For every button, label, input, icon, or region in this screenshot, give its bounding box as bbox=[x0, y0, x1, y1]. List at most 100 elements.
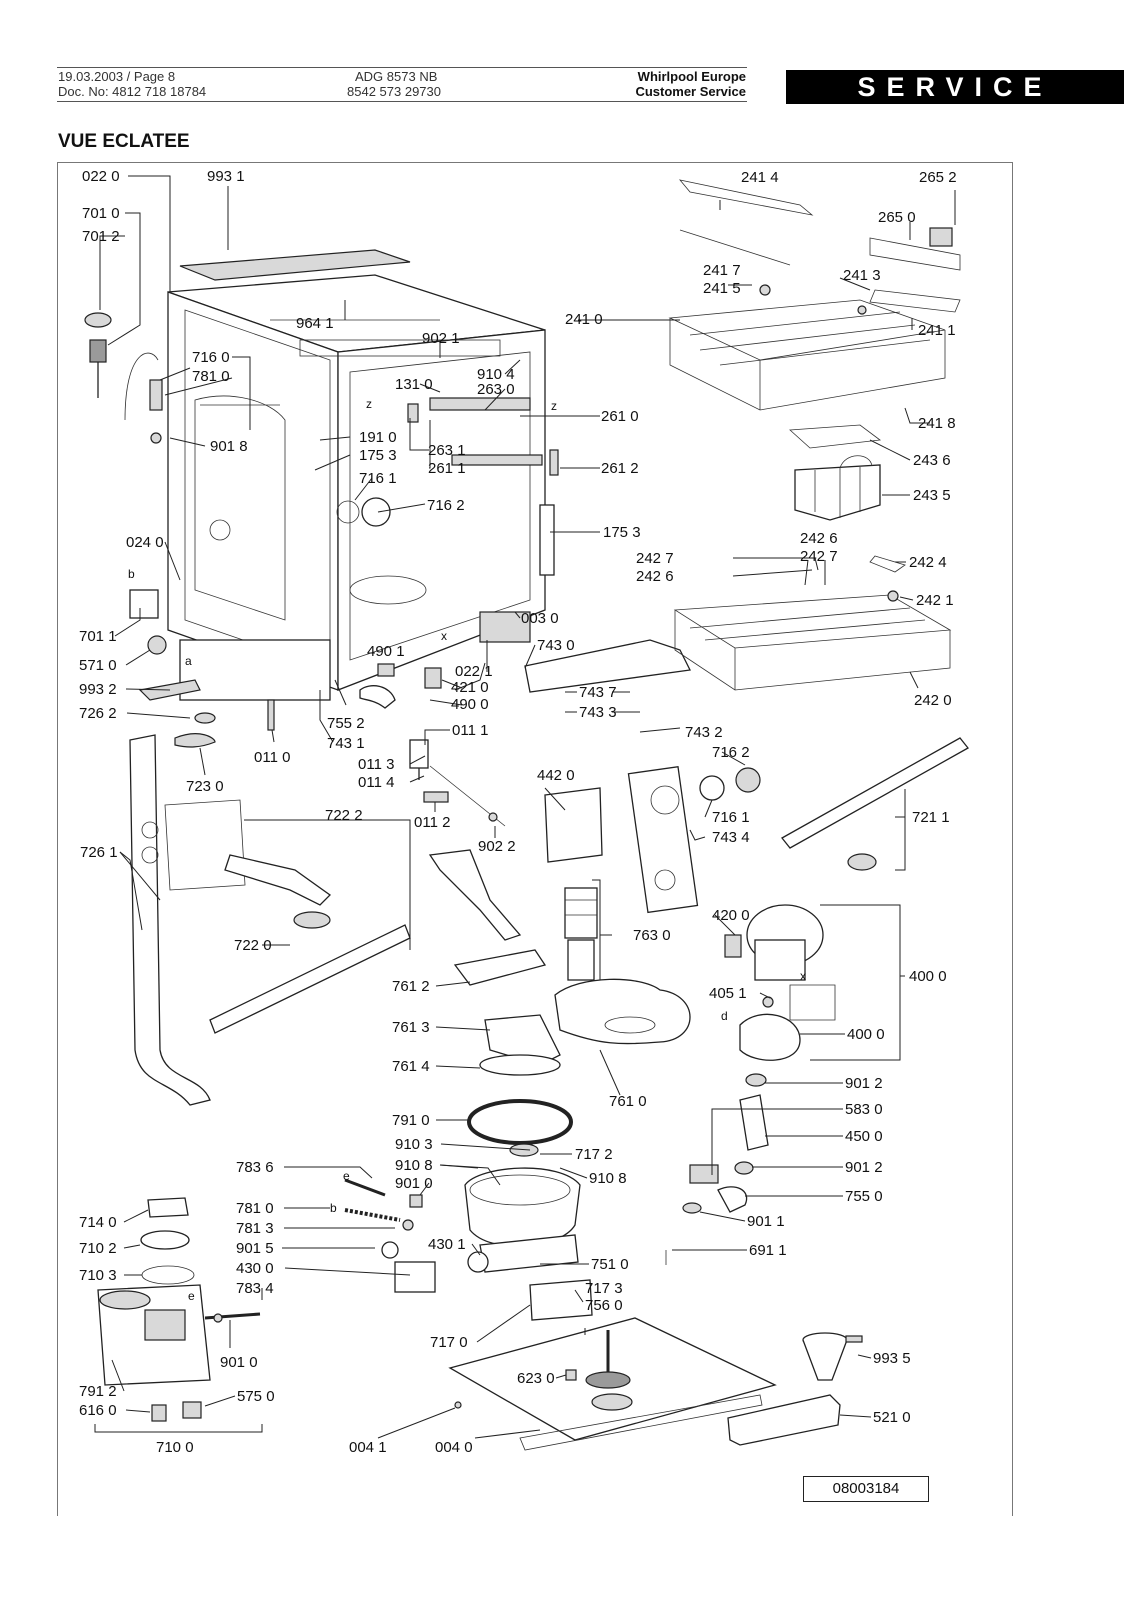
letter-mark: a bbox=[185, 654, 192, 668]
callout-label: 901 2 bbox=[845, 1075, 883, 1092]
callout-label: 011 1 bbox=[452, 722, 488, 739]
callout-label: 716 1 bbox=[712, 809, 750, 826]
callout-label: 261 1 bbox=[428, 460, 466, 477]
callout-label: 490 0 bbox=[451, 696, 489, 713]
callout-labels: 022 0 993 1 701 0 701 2 964 1 902 1 716 … bbox=[79, 168, 957, 1456]
callout-label: 902 1 bbox=[422, 330, 460, 347]
header-date-page: 19.03.2003 / Page 8 bbox=[58, 69, 176, 84]
callout-label: 791 0 bbox=[392, 1112, 430, 1129]
letter-marks: z z x b a d x e e b bbox=[128, 397, 806, 1303]
callout-label: 993 1 bbox=[207, 168, 245, 185]
letter-mark: z bbox=[551, 399, 557, 413]
base-plate-part bbox=[448, 1317, 777, 1451]
callout-label: 755 0 bbox=[845, 1188, 883, 1205]
callout-label: 993 2 bbox=[79, 681, 117, 698]
callout-label: 723 0 bbox=[186, 778, 224, 795]
spray-arm-hub-part bbox=[847, 853, 877, 871]
callout-label: 716 0 bbox=[192, 349, 230, 366]
callout-label: 717 0 bbox=[430, 1334, 468, 1351]
callout-label: 763 0 bbox=[633, 927, 671, 944]
callout-label: 571 0 bbox=[79, 657, 117, 674]
letter-mark: e bbox=[343, 1169, 350, 1183]
callout-label: 405 1 bbox=[709, 985, 747, 1002]
callout-label: 616 0 bbox=[79, 1402, 117, 1419]
callout-label: 175 3 bbox=[359, 447, 397, 464]
callout-label: 131 0 bbox=[395, 376, 433, 393]
callout-label: 902 2 bbox=[478, 838, 516, 855]
hinge-hose-parts bbox=[84, 312, 275, 748]
callout-label: 781 0 bbox=[236, 1200, 274, 1217]
callout-label: 242 1 bbox=[916, 592, 954, 609]
callout-label: 241 8 bbox=[918, 415, 956, 432]
callout-label: 420 0 bbox=[712, 907, 750, 924]
document-number: 08003184 bbox=[803, 1476, 929, 1502]
callout-label: 783 4 bbox=[236, 1280, 274, 1297]
letter-mark: x bbox=[441, 629, 447, 643]
tub-cabinet-part bbox=[167, 274, 559, 701]
callout-label: 910 8 bbox=[589, 1170, 627, 1187]
callout-label: 743 4 bbox=[712, 829, 750, 846]
callout-label: 755 2 bbox=[327, 715, 365, 732]
callout-label: 241 4 bbox=[741, 169, 779, 186]
letter-mark: b bbox=[330, 1201, 337, 1215]
letter-mark: z bbox=[366, 397, 372, 411]
callout-label: 261 0 bbox=[601, 408, 639, 425]
callout-label: 011 0 bbox=[254, 749, 290, 766]
door-frame-part bbox=[129, 734, 246, 1106]
callout-label: 781 0 bbox=[192, 368, 230, 385]
callout-label: 761 2 bbox=[392, 978, 430, 995]
callout-label: 261 2 bbox=[601, 460, 639, 477]
callout-label: 263 1 bbox=[428, 442, 466, 459]
cutlery-basket-part bbox=[789, 424, 882, 521]
callout-label: 442 0 bbox=[537, 767, 575, 784]
callout-label: 004 0 bbox=[435, 1439, 473, 1456]
callout-label: 714 0 bbox=[79, 1214, 117, 1231]
leader-lines bbox=[94, 175, 956, 1439]
callout-label: 901 2 bbox=[845, 1159, 883, 1176]
callout-label: 901 5 bbox=[236, 1240, 274, 1257]
callout-label: 575 0 bbox=[237, 1388, 275, 1405]
callout-label: 901 0 bbox=[395, 1175, 433, 1192]
callout-label: 722 0 bbox=[234, 937, 272, 954]
callout-label: 263 0 bbox=[477, 381, 515, 398]
gasket-ring-791 bbox=[467, 1099, 573, 1145]
callout-label: 791 2 bbox=[79, 1383, 117, 1400]
callout-label: 011 3 bbox=[358, 756, 394, 773]
diagram-frame bbox=[57, 162, 1013, 1516]
callout-label: 521 0 bbox=[873, 1409, 911, 1426]
header-dept: Customer Service bbox=[635, 84, 746, 99]
callout-label: 701 1 bbox=[79, 628, 117, 645]
callout-label: 400 0 bbox=[847, 1026, 885, 1043]
callout-label: 717 2 bbox=[575, 1146, 613, 1163]
callout-label: 022 0 bbox=[82, 168, 120, 185]
callout-label: 781 3 bbox=[236, 1220, 274, 1237]
callout-label: 901 8 bbox=[210, 438, 248, 455]
callout-label: 743 7 bbox=[579, 684, 617, 701]
callout-label: 011 4 bbox=[358, 774, 394, 791]
callout-label: 721 1 bbox=[912, 809, 950, 826]
callout-label: 691 1 bbox=[749, 1242, 787, 1259]
callout-label: 490 1 bbox=[367, 643, 405, 660]
small-fittings-parts bbox=[344, 1178, 489, 1293]
header-model-code: 8542 573 29730 bbox=[347, 84, 441, 99]
callout-label: 241 7 bbox=[703, 262, 741, 279]
callout-label: 761 0 bbox=[609, 1093, 647, 1110]
callout-label: 241 5 bbox=[703, 280, 741, 297]
callout-label: 242 6 bbox=[800, 530, 838, 547]
filter-part bbox=[564, 887, 598, 981]
callout-label: 761 3 bbox=[392, 1019, 430, 1036]
callout-label: 726 2 bbox=[79, 705, 117, 722]
callout-label: 241 3 bbox=[843, 267, 881, 284]
callout-label: 242 7 bbox=[800, 548, 838, 565]
callout-label: 964 1 bbox=[296, 315, 334, 332]
plinth-part bbox=[727, 1394, 841, 1446]
callout-label: 717 3 bbox=[585, 1280, 623, 1297]
callout-label: 243 5 bbox=[913, 487, 951, 504]
callout-label: 623 0 bbox=[517, 1370, 555, 1387]
callout-label: 901 1 bbox=[747, 1213, 785, 1230]
callout-label: 421 0 bbox=[451, 679, 489, 696]
letter-mark: x bbox=[800, 969, 806, 983]
callout-label: 430 1 bbox=[428, 1236, 466, 1253]
callout-label: 175 3 bbox=[603, 524, 641, 541]
callout-label: 701 2 bbox=[82, 228, 120, 245]
